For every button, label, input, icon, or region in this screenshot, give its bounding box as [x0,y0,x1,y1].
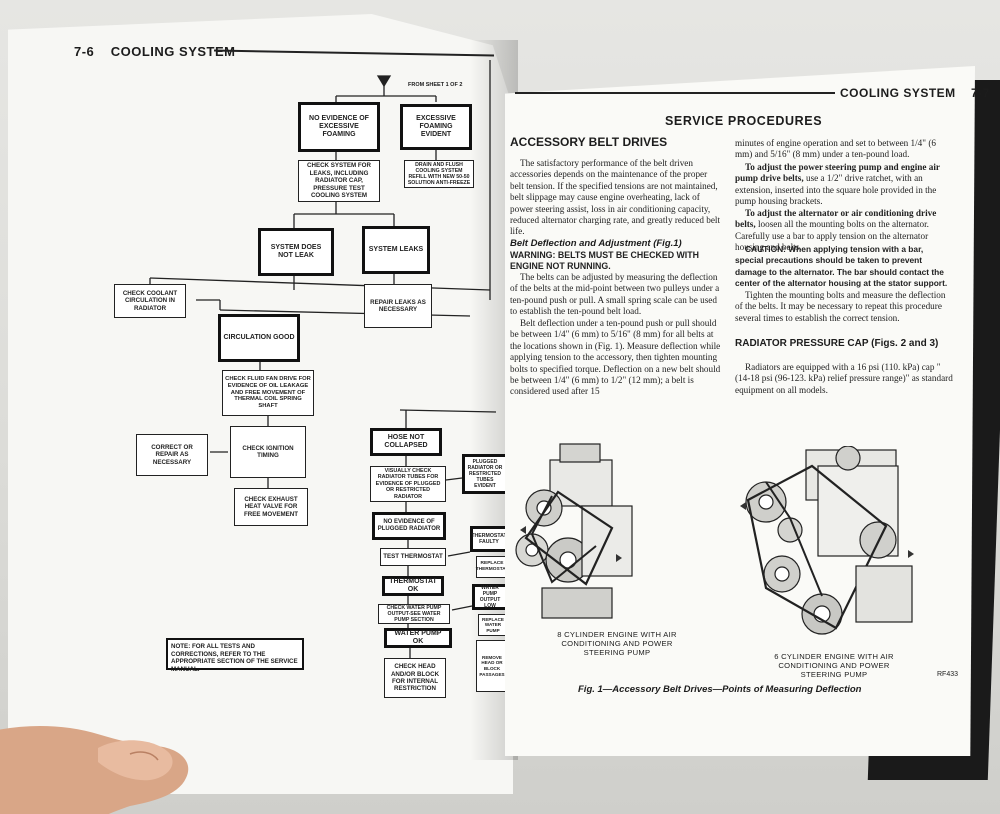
power-steering-rest: use a 1/2" drive ratchet, with an extens… [735,173,937,207]
flow-visually-check-radiator: VISUALLY CHECK RADIATOR TUBES FOR EVIDEN… [370,466,446,502]
paragraph-alternator-adjust: To adjust the alternator or air conditio… [735,208,953,254]
alternator-rest: loosen all the mounting bolts on the alt… [735,219,929,253]
caution-alternator: CAUTION: When applying tension with a ba… [735,244,948,289]
right-header-rule [515,92,835,94]
flow-water-pump-ok: WATER PUMP OK [384,628,452,648]
hand-holding-book [0,726,189,814]
flow-no-evidence-foaming: NO EVIDENCE OF EXCESSIVE FOAMING [298,102,380,152]
flow-check-head-block: CHECK HEAD AND/OR BLOCK FOR INTERNAL RES… [384,658,446,698]
paragraph-belt-adjust: The belts can be adjusted by measuring t… [510,272,720,317]
flow-test-thermostat: TEST THERMOSTAT [380,548,446,566]
subheading-belt-deflection: Belt Deflection and Adjustment (Fig.1) [510,238,682,249]
flow-check-water-pump: CHECK WATER PUMP OUTPUT-SEE WATER PUMP S… [378,604,450,624]
flow-excessive-foaming: EXCESSIVE FOAMING EVIDENT [400,104,472,150]
right-header-title: COOLING SYSTEM [840,86,956,100]
flow-check-system-leaks: CHECK SYSTEM FOR LEAKS, INCLUDING RADIAT… [298,160,380,202]
flow-no-evidence-plugged: NO EVIDENCE OF PLUGGED RADIATOR [372,512,446,540]
heading-radiator-pressure-cap: RADIATOR PRESSURE CAP (Figs. 2 and 3) [735,338,939,349]
right-page-number: 7-7 [971,86,990,100]
flow-system-leaks: SYSTEM LEAKS [362,226,430,274]
heading-accessory-belt-drives: ACCESSORY BELT DRIVES [510,135,668,149]
power-steering-lead: To adjust the power steering pump and en… [735,162,940,184]
paragraph-col2-continued: minutes of engine operation and set to b… [735,138,936,160]
warning-engine-not-running: WARNING: BELTS MUST BE CHECKED WITH ENGI… [510,250,699,272]
sheet-reference: FROM SHEET 1 OF 2 [408,82,463,88]
paragraph-belt-deflection: Belt deflection under a ten-pound push o… [510,318,721,397]
figure-reference-code: RF433 [937,671,959,678]
flow-system-does-not-leak: SYSTEM DOES NOT LEAK [258,228,334,276]
paragraph-power-steering-adjust: To adjust the power steering pump and en… [735,162,953,208]
paragraph-radiator-cap: Radiators are equipped with a 16 psi (11… [735,362,953,395]
flow-correct-or-repair: CORRECT OR REPAIR AS NECESSARY [136,434,208,476]
flow-water-pump-output-low: WATER PUMP OUTPUT LOW [472,584,508,610]
left-page-number: 7-6 [74,44,95,59]
flow-circulation-good: CIRCULATION GOOD [218,314,300,362]
paragraph-belt-performance: The satisfactory performance of the belt… [510,158,721,237]
right-page [505,66,975,756]
v8-engine-caption: 8 CYLINDER ENGINE WITH AIR CONDITIONING … [557,630,677,657]
flow-check-exhaust-heat-valve: CHECK EXHAUST HEAT VALVE FOR FREE MOVEME… [234,488,308,526]
left-page-header: 7-6 COOLING SYSTEM [74,44,235,59]
flow-drain-flush: DRAIN AND FLUSH COOLING SYSTEM REFILL WI… [404,160,474,188]
service-manual-note: NOTE: FOR ALL TESTS AND CORRECTIONS, REF… [166,638,304,673]
alternator-lead: To adjust the alternator or air conditio… [735,208,937,230]
figure-caption: Fig. 1—Accessory Belt Drives—Points of M… [578,684,862,695]
flow-replace-thermostat: REPLACE THERMOSTAT [476,556,508,578]
six-cylinder-engine-caption: 6 CYLINDER ENGINE WITH AIR CONDITIONING … [774,652,894,679]
v8-engine-illustration [515,443,633,619]
flow-hose-not-collapsed: HOSE NOT COLLAPSED [370,428,442,456]
flow-check-coolant-circulation: CHECK COOLANT CIRCULATION IN RADIATOR [114,284,186,318]
flowchart-connectors [149,60,497,658]
flow-remove-head: REMOVE HEAD OR BLOCK PASSAGES [476,640,508,692]
flow-check-fluid-fan: CHECK FLUID FAN DRIVE FOR EVIDENCE OF OI… [222,370,314,416]
right-page-header: COOLING SYSTEM 7-7 [840,86,990,100]
paragraph-tighten-bolts: Tighten the mounting bolts and measure t… [735,290,946,323]
flow-plugged-radiator: PLUGGED RADIATOR OR RESTRICTED TUBES EVI… [462,454,508,494]
flow-thermostat-faulty: THERMOSTAT FAULTY [470,526,508,552]
left-header-title: COOLING SYSTEM [110,44,236,59]
six-cylinder-engine-illustration [740,446,914,635]
flow-thermostat-ok: THERMOSTAT OK [382,576,444,596]
section-title: SERVICE PROCEDURES [665,114,823,128]
flow-replace-water-pump: REPLACE WATER PUMP [478,614,508,636]
flow-repair-leaks: REPAIR LEAKS AS NECESSARY [364,284,432,328]
flow-check-ignition-timing: CHECK IGNITION TIMING [230,426,306,478]
